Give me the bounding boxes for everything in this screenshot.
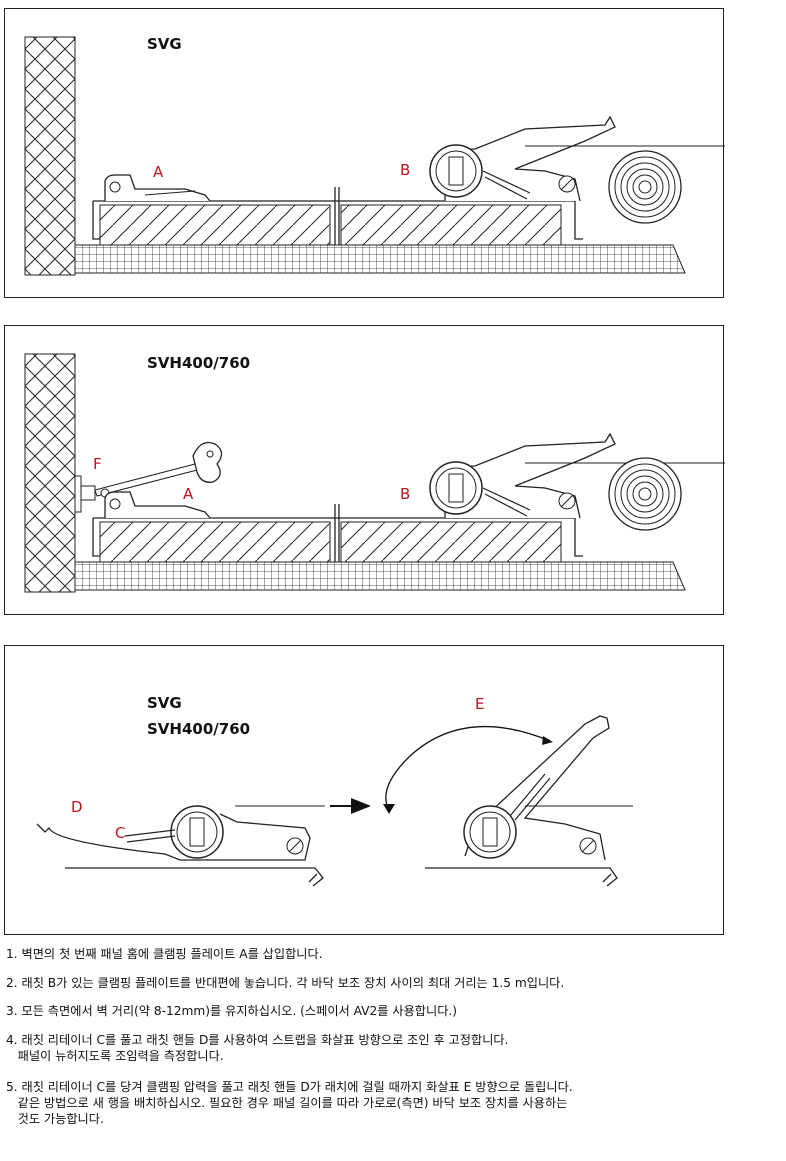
arc-arrowhead-end [542, 736, 553, 745]
panel-left [99, 521, 331, 563]
label-b: B [400, 485, 410, 503]
diagram-panel-svh: SVH400/760 F A B [4, 325, 725, 615]
panel-title: SVH400/760 [147, 354, 250, 372]
panel-right [340, 521, 562, 563]
ratchet-b [429, 115, 725, 202]
label-f: F [93, 455, 102, 473]
ratchet-closed [36, 805, 325, 887]
label-a: A [183, 485, 194, 503]
ratchet-open [425, 715, 633, 887]
clamping-plate-a [104, 174, 211, 202]
wall [24, 353, 76, 593]
panel-left [99, 204, 331, 246]
diagram-panel-ratchet-operation: SVG SVH400/760 D C E [4, 645, 724, 935]
label-d: D [71, 798, 83, 816]
ratchet-operation-diagram: SVG SVH400/760 D C E [36, 694, 633, 887]
label-e: E [475, 695, 484, 713]
svg-installation-diagram: SVG A B [24, 35, 725, 276]
clamping-strap [92, 517, 583, 557]
clamping-plate-a [104, 491, 211, 519]
step-4: 4. 래칫 리테이너 C를 풀고 래칫 핸들 D를 사용하여 스트랩을 화살표 … [6, 1033, 509, 1063]
step-2: 2. 래칫 B가 있는 클램핑 플레이트를 반대편에 놓습니다. 각 바닥 보조… [6, 976, 565, 990]
panel-title-line1: SVG [147, 694, 182, 712]
step-3: 3. 모든 측면에서 벽 거리(약 8-12mm)를 유지하십시오. (스페이서… [6, 1004, 458, 1018]
label-b: B [400, 161, 410, 179]
step-5: 5. 래칫 리테이너 C를 당겨 클램핑 압력을 풀고 래칫 핸들 D가 래치에… [6, 1080, 573, 1126]
arc-arrowhead-start [383, 804, 395, 814]
step-1: 1. 벽면의 첫 번째 패널 홈에 클램핑 플레이트 A를 삽입합니다. [6, 947, 323, 961]
clamping-strap [92, 200, 583, 240]
panel-title-line2: SVH400/760 [147, 720, 250, 738]
diagram-panel-svg: SVG A B [4, 8, 725, 298]
label-a: A [153, 163, 164, 181]
rotation-arc-e [385, 726, 551, 811]
floor-grid [74, 561, 686, 591]
ratchet-b [429, 432, 725, 519]
panel-title: SVG [147, 35, 182, 53]
spacer-f [74, 441, 223, 513]
svh-installation-diagram: SVH400/760 F A B [24, 353, 725, 593]
floor-grid [74, 244, 686, 274]
label-c: C [115, 824, 125, 842]
panel-right [340, 204, 562, 246]
strap-roll [608, 150, 682, 224]
wall [24, 36, 76, 276]
strap-roll [608, 457, 682, 531]
